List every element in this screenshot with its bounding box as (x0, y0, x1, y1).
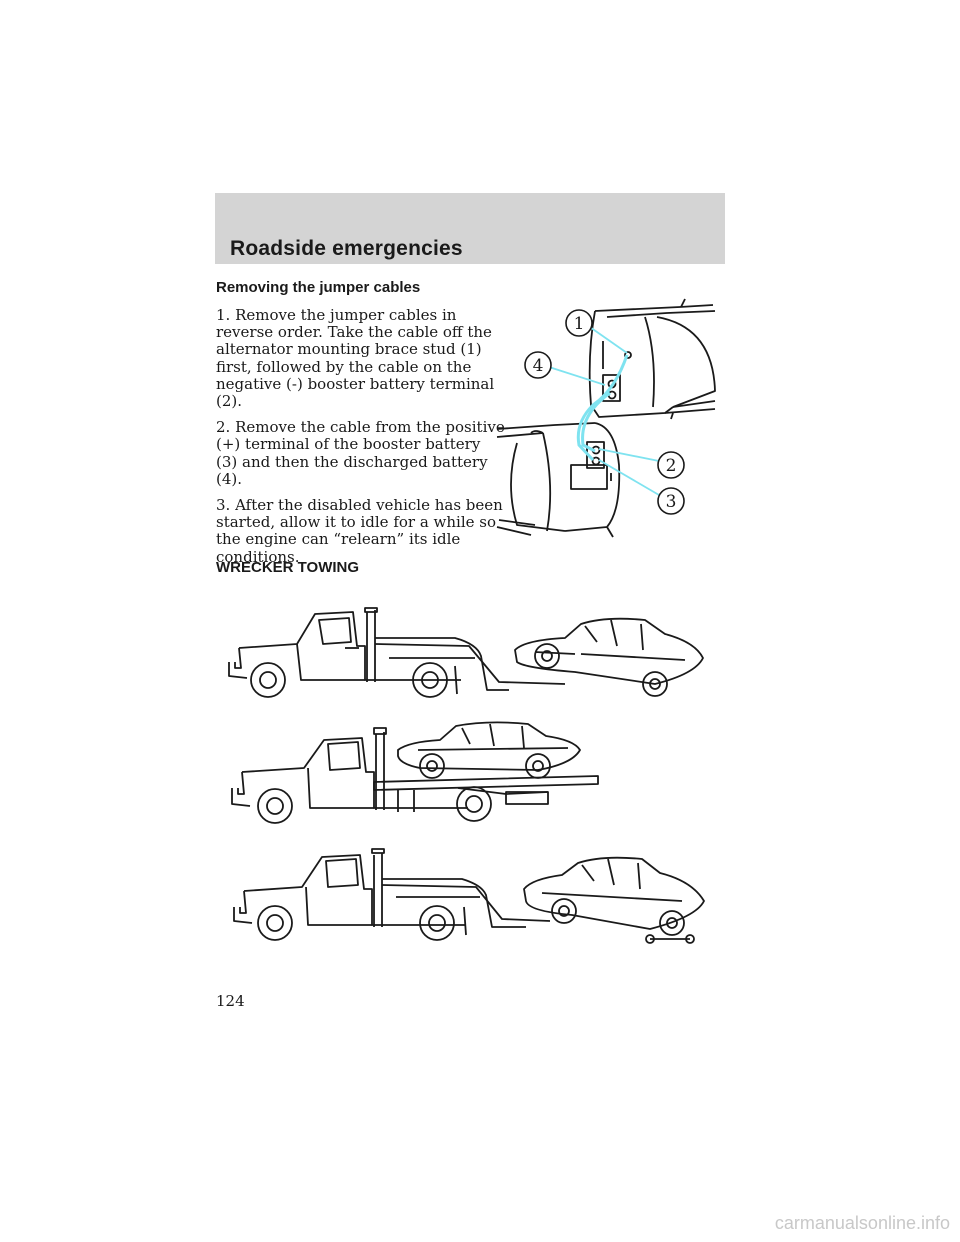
jumper-heading: Removing the jumper cables (216, 279, 421, 296)
step-1: 1. Remove the jumper cables in reverse o… (216, 306, 495, 411)
jumper-cable-diagram: 1 4 2 3 (496, 298, 716, 538)
header-band: Roadside emergencies (215, 193, 725, 264)
callout-1: 1 (574, 314, 585, 334)
wheel-lift-tow-illustration (228, 607, 704, 698)
page-title: Roadside emergencies (230, 237, 463, 260)
jumper-steps: 1. Remove the jumper cables in reverse o… (216, 306, 506, 575)
watermark: carmanualsonline.info (774, 1213, 950, 1233)
towing-heading: WRECKER TOWING (216, 559, 360, 576)
callout-4: 4 (533, 356, 544, 376)
page-number: 124 (216, 992, 245, 1010)
callout-3: 3 (666, 492, 677, 512)
flatbed-tow-illustration (231, 721, 599, 824)
callout-2: 2 (666, 456, 677, 476)
step-3: 3. After the disabled vehicle has been s… (216, 496, 503, 566)
step-2: 2. Remove the cable from the positive (+… (216, 418, 505, 488)
wheel-lift-dolly-tow-illustration (233, 848, 705, 944)
